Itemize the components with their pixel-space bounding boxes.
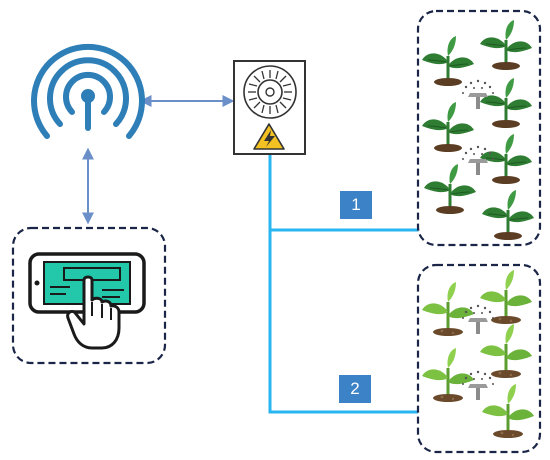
zone-1-label: 1 bbox=[351, 195, 361, 214]
smartphone-touch-icon bbox=[28, 252, 146, 350]
zone-2-label-bg bbox=[339, 375, 371, 403]
wifi-antenna-icon bbox=[31, 43, 145, 139]
zone-2-label: 2 bbox=[350, 379, 360, 398]
zone-1-label-bg bbox=[340, 191, 372, 219]
high-voltage-icon bbox=[253, 123, 285, 150]
pump-controller-icon bbox=[233, 60, 306, 155]
